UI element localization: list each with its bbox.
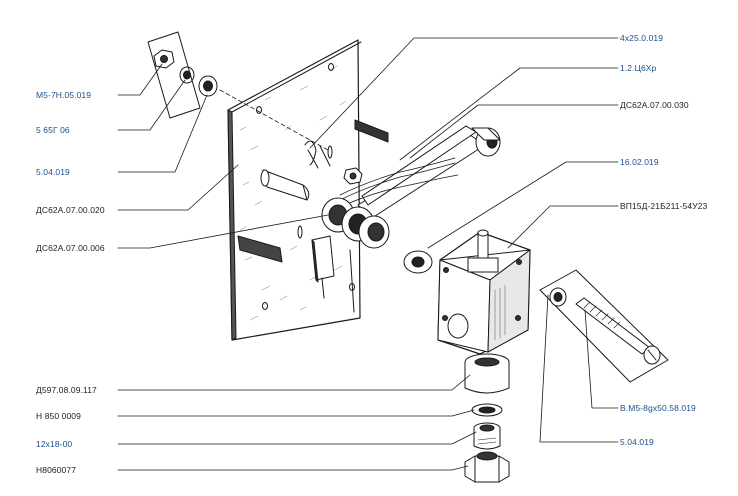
label-flat-washer: 5.04.019 xyxy=(36,167,70,177)
lever-and-spring xyxy=(311,125,501,313)
label-washer-16: 16.02.019 xyxy=(620,157,659,167)
label-bolt: В.М5-8gх50.58.019 xyxy=(620,403,696,413)
bottom-fittings xyxy=(464,353,510,483)
label-plate: ДС62А.07.00.020 xyxy=(36,205,105,215)
washer-16 xyxy=(403,250,433,274)
label-ring: Н 850 0009 xyxy=(36,411,81,421)
label-shaft-assembly: ДС62А.07.00.006 xyxy=(36,243,105,253)
mounting-plate xyxy=(227,39,389,341)
label-hex-fitting: Н8060077 xyxy=(36,465,77,475)
leader-lines xyxy=(117,37,619,471)
cotter-pin xyxy=(304,140,331,169)
label-spring-washer: 5 65Г 06 xyxy=(36,125,70,135)
label-bushing-nut: Д597.08.09.117 xyxy=(36,385,97,395)
label-limit-switch: ВП15Д-21Б211-54У23 xyxy=(620,201,708,211)
label-washer-5: 5.04.019 xyxy=(620,437,654,447)
label-spring: 1.2.Ц6Хр xyxy=(620,63,657,73)
label-cotter-pin: 4х25.0.019 xyxy=(620,33,664,43)
bolt-and-washer xyxy=(539,269,669,383)
nut-and-washers xyxy=(147,31,218,119)
limit-switch-box xyxy=(437,229,531,355)
label-m5-nut: М5-7Н.05.019 xyxy=(36,90,92,100)
label-lever: ДС62А.07.00.030 xyxy=(620,100,689,110)
label-seal: 12х18-00 xyxy=(36,439,73,449)
